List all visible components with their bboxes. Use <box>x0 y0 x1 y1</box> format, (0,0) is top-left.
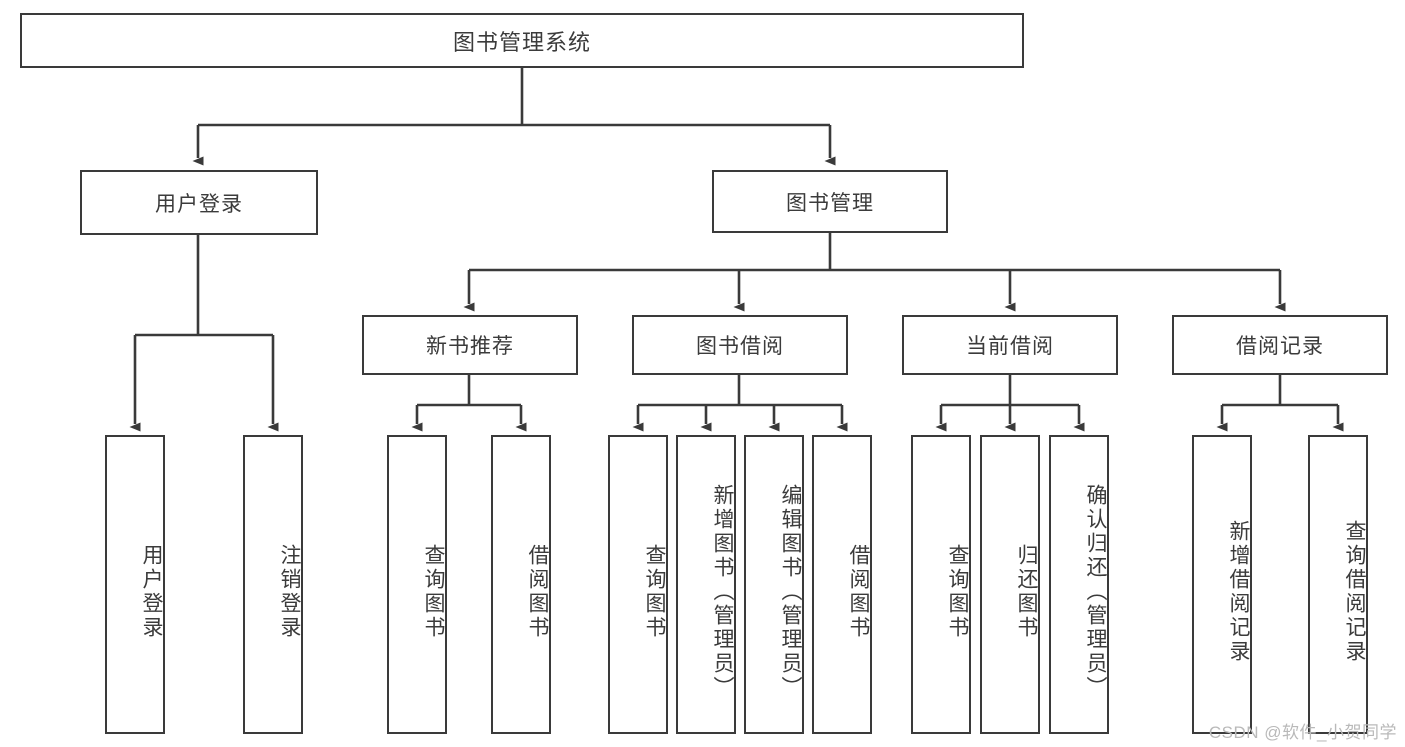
node-label: 查询图书 <box>422 543 445 640</box>
node-leaf-query-borrow-record[interactable]: 查询借阅记录 <box>1308 435 1368 734</box>
node-label: 注销登录 <box>278 543 301 640</box>
node-leaf-edit-book[interactable]: 编辑图书（管理员） <box>744 435 804 734</box>
node-label: 编辑图书（管理员） <box>779 483 802 700</box>
node-label: 查询图书 <box>946 543 969 640</box>
node-user-login[interactable]: 用户登录 <box>80 170 318 235</box>
node-label: 查询图书 <box>643 543 666 640</box>
node-book-management[interactable]: 图书管理 <box>712 170 948 233</box>
node-label: 新书推荐 <box>426 335 514 358</box>
node-label: 新增借阅记录 <box>1227 519 1250 664</box>
node-leaf-add-book[interactable]: 新增图书（管理员） <box>676 435 736 734</box>
node-label: 图书管理系统 <box>452 29 591 55</box>
node-borrow-record[interactable]: 借阅记录 <box>1172 315 1388 375</box>
node-leaf-add-borrow-record[interactable]: 新增借阅记录 <box>1192 435 1252 734</box>
node-label: 用户登录 <box>155 192 243 216</box>
node-label: 借阅图书 <box>526 543 549 640</box>
node-label: 新增图书（管理员） <box>711 483 734 700</box>
watermark: CSDN @软件_小贺同学 <box>1208 723 1397 742</box>
node-label: 借阅图书 <box>847 543 870 640</box>
node-label: 图书借阅 <box>696 335 784 358</box>
node-leaf-user-login[interactable]: 用户登录 <box>105 435 165 734</box>
node-book-borrow[interactable]: 图书借阅 <box>632 315 848 375</box>
node-current-borrow[interactable]: 当前借阅 <box>902 315 1118 375</box>
node-label: 图书管理 <box>786 191 874 215</box>
node-label: 确认归还（管理员） <box>1084 483 1107 700</box>
node-leaf-logout[interactable]: 注销登录 <box>243 435 303 734</box>
node-leaf-query-book-2[interactable]: 查询图书 <box>608 435 668 734</box>
node-leaf-borrow-book-2[interactable]: 借阅图书 <box>812 435 872 734</box>
node-leaf-query-book-3[interactable]: 查询图书 <box>911 435 971 734</box>
node-label: 查询借阅记录 <box>1343 519 1366 664</box>
node-root-book-management-system[interactable]: 图书管理系统 <box>20 13 1024 68</box>
node-new-book-recommend[interactable]: 新书推荐 <box>362 315 578 375</box>
node-label: 借阅记录 <box>1236 335 1324 358</box>
node-leaf-return-book[interactable]: 归还图书 <box>980 435 1040 734</box>
node-label: 归还图书 <box>1015 543 1038 640</box>
node-leaf-confirm-return[interactable]: 确认归还（管理员） <box>1049 435 1109 734</box>
node-leaf-borrow-book-1[interactable]: 借阅图书 <box>491 435 551 734</box>
node-label: 当前借阅 <box>966 335 1054 358</box>
node-label: 用户登录 <box>140 543 163 640</box>
node-leaf-query-book-1[interactable]: 查询图书 <box>387 435 447 734</box>
